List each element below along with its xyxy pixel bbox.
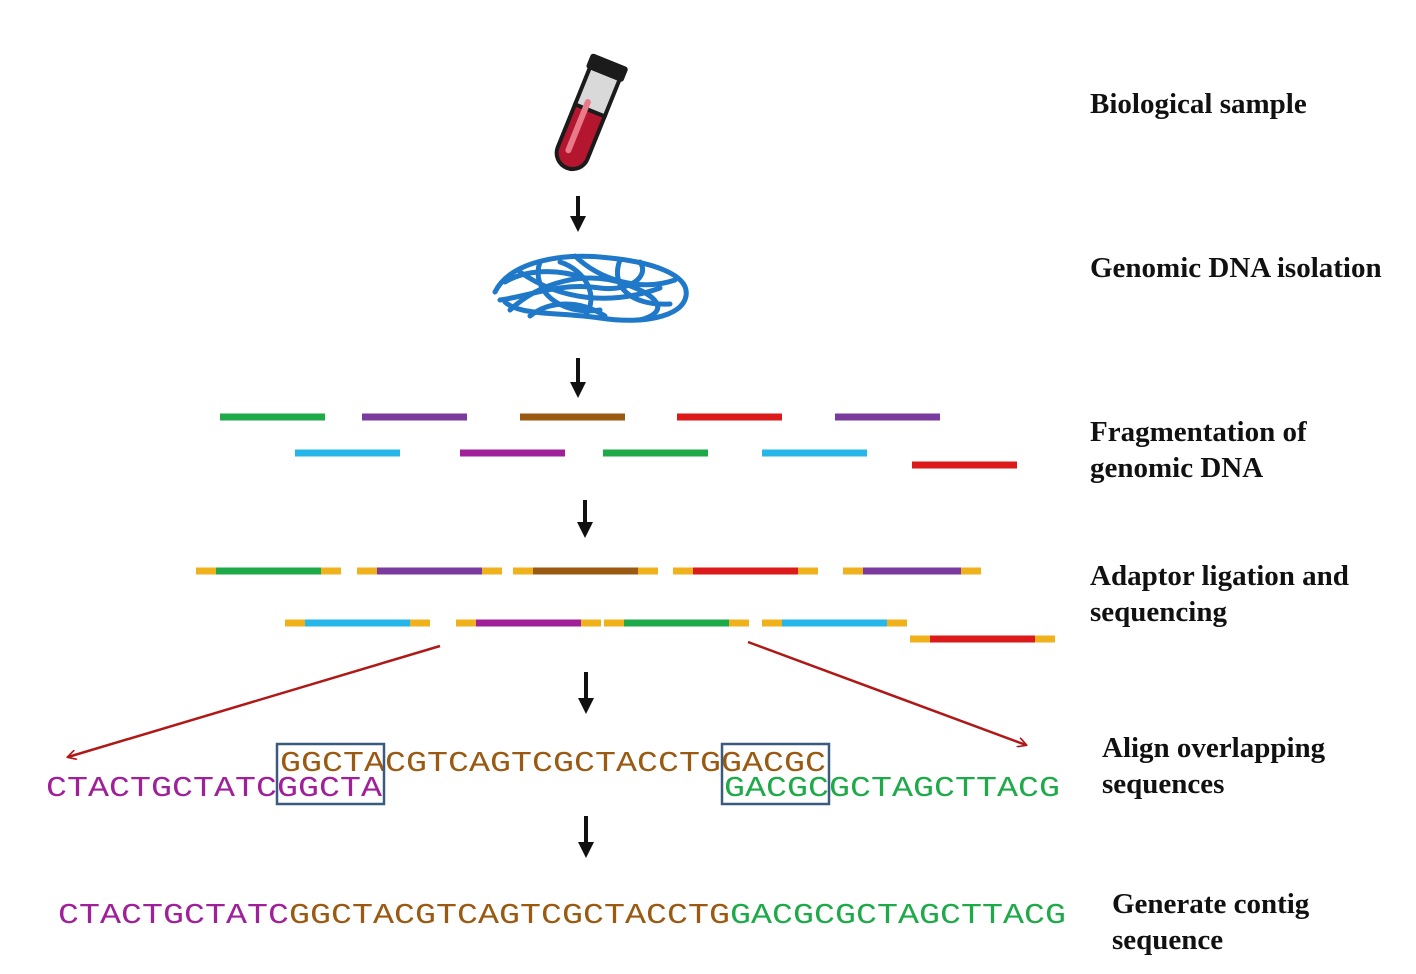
- step-label-generate-contig: Generate contig sequence: [1112, 888, 1310, 956]
- right-overlap-box: [720, 742, 831, 806]
- left-read-arrow: [68, 644, 441, 757]
- dna-tangle-icon: [492, 253, 689, 323]
- dna-fragments: [220, 413, 1017, 469]
- step-label-fragmentation: Fragmentation of genomic DNA: [1090, 416, 1307, 484]
- step-label-adaptor-ligation: Adaptor ligation and sequencing: [1090, 560, 1349, 628]
- left-overlap-box: [275, 742, 386, 806]
- right-read-arrow: [747, 640, 1026, 745]
- step-label-biological-sample: Biological sample: [1090, 88, 1307, 120]
- adaptor-ligated-reads: [196, 567, 1055, 643]
- step-label-align-overlapping: Align overlapping sequences: [1102, 732, 1326, 800]
- step-label-genomic-dna-isolation: Genomic DNA isolation: [1090, 252, 1382, 284]
- test-tube-icon: [554, 53, 628, 172]
- flow-arrows: [570, 196, 594, 858]
